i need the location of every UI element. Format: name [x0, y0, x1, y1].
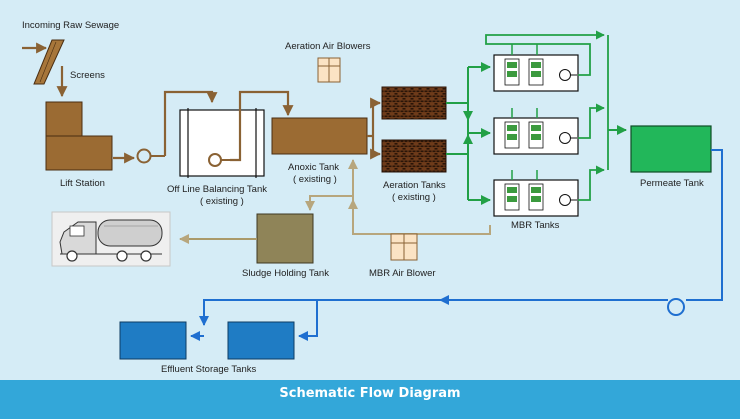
- pipe-to-aeration-2: [370, 136, 382, 160]
- lift-station-label: Lift Station: [60, 178, 105, 189]
- mbr-tank: [493, 117, 579, 155]
- membrane-cassette-icon: [528, 183, 544, 211]
- pump-icon: [559, 194, 577, 206]
- aeration-tank: [381, 139, 447, 173]
- screen-icon: [33, 39, 65, 85]
- incoming-sewage-label: Incoming Raw Sewage: [22, 20, 119, 31]
- lift-station-tank: [45, 101, 113, 171]
- blower-icon: [390, 233, 418, 261]
- aeration-tank: [381, 86, 447, 120]
- membrane-cassette-icon: [504, 183, 520, 211]
- permeate-tank-label: Permeate Tank: [640, 178, 704, 189]
- pipe-to-aeration-1: [370, 97, 382, 136]
- balancing-tank-status: ( existing ): [200, 196, 244, 207]
- anoxic-tank-status: ( existing ): [293, 174, 337, 185]
- balancing-tank: [179, 108, 265, 178]
- sludge-holding-tank: [256, 213, 314, 264]
- mbr-tank: [493, 54, 579, 92]
- pipe-to-balancing-tank: [163, 90, 218, 156]
- membrane-cassette-icon: [528, 58, 544, 86]
- balancing-tank-label: Off Line Balancing Tank: [167, 184, 267, 195]
- permeate-collection-pipe: [485, 30, 605, 76]
- effluent-main-pipe: [199, 299, 668, 326]
- pump-icon: [559, 132, 577, 144]
- membrane-cassette-icon: [504, 58, 520, 86]
- membrane-cassette-icon: [528, 121, 544, 149]
- aeration-tanks-label: Aeration Tanks: [383, 180, 446, 191]
- effluent-storage-tank: [227, 321, 295, 360]
- permeate-collection-pipe: [578, 103, 605, 139]
- permeate-tank: [630, 125, 712, 173]
- blower-icon: [317, 57, 341, 83]
- effluent-storage-tank: [119, 321, 187, 360]
- screens-label: Screens: [70, 70, 105, 81]
- mbr-tanks-label: MBR Tanks: [511, 220, 560, 231]
- pipe-to-anoxic-tank: [230, 90, 294, 162]
- mbr-tank: [493, 179, 579, 217]
- pump-icon: [559, 69, 577, 81]
- effluent-branch-pipe: [298, 300, 318, 341]
- aeration-blowers-label: Aeration Air Blowers: [285, 41, 371, 52]
- tanker-truck-icon: [51, 211, 171, 267]
- permeate-outlet-pipe: [686, 149, 723, 301]
- membrane-cassette-icon: [504, 121, 520, 149]
- aeration-tanks-status: ( existing ): [392, 192, 436, 203]
- anoxic-tank-label: Anoxic Tank: [288, 162, 339, 173]
- effluent-storage-label: Effluent Storage Tanks: [161, 364, 256, 375]
- pump-icon: [208, 153, 230, 167]
- diagram-background: [0, 0, 740, 380]
- permeate-collection-pipe: [578, 165, 605, 201]
- pump-icon: [136, 148, 165, 164]
- footer-band: [0, 380, 740, 419]
- was-to-sludge-pipe: [305, 195, 353, 211]
- sludge-holding-label: Sludge Holding Tank: [242, 268, 329, 279]
- anoxic-tank: [271, 117, 368, 155]
- footer-title: Schematic Flow Diagram: [279, 386, 461, 401]
- mbr-blower-label: MBR Air Blower: [369, 268, 436, 279]
- pump-icon: [667, 298, 685, 316]
